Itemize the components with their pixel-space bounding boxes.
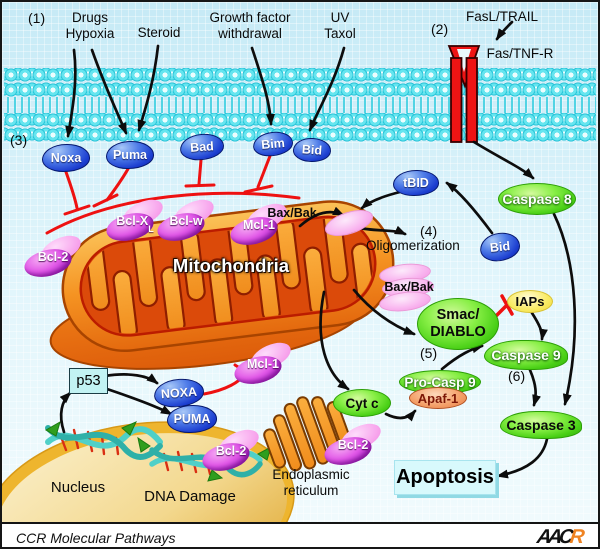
- stimulus-steroid: Steroid: [137, 25, 181, 40]
- aacr-logo: AACR: [535, 526, 586, 548]
- fas-tnfr-label: Fas/TNF-R: [486, 46, 554, 61]
- caspase8-oval: Caspase 8: [498, 183, 576, 215]
- stimulus-growth-factor: Growth factor withdrawal: [198, 10, 302, 42]
- arrow-steroid-puma: [137, 44, 160, 132]
- taxol-label: Taxol: [324, 25, 356, 41]
- signal-arrows: [59, 20, 577, 479]
- p53-box: p53: [69, 368, 108, 394]
- mitochondria-label: Mitochondria: [172, 255, 290, 276]
- mcl1-label: Mcl-1: [243, 218, 275, 232]
- journal-title: CCR Molecular Pathways: [16, 529, 176, 546]
- step-5: (5): [420, 345, 438, 361]
- er-label: Endoplasmic reticulum: [258, 467, 364, 499]
- arrow-casp9-casp3: [528, 368, 541, 407]
- arrow-mito-smac: [352, 288, 416, 336]
- stimulus-uv-taxol: UV Taxol: [308, 10, 372, 42]
- mcl1-protein: Mcl-1: [227, 198, 291, 250]
- growth-factor-line1: Growth factor: [209, 10, 291, 25]
- step-1: (1): [28, 10, 46, 26]
- noxa-oval: Noxa: [42, 144, 90, 172]
- plasma-membrane: [4, 68, 596, 142]
- arrow-uv-bid: [308, 46, 346, 132]
- arrow-casp8-casp3: [552, 212, 577, 406]
- arrow-dna-p53: [59, 391, 72, 434]
- bcl2-er-label: Bcl-2: [337, 438, 369, 452]
- membrane-lipid-heads-top: [4, 68, 596, 97]
- arrow-fasl-receptor: [495, 20, 514, 41]
- dna-damage-label: DNA Damage: [144, 488, 236, 505]
- oligomerization-label: Oligomerization: [366, 238, 460, 253]
- arrow-tbid-baxbak: [360, 190, 402, 210]
- arrow-gf-bim: [250, 46, 275, 126]
- arrow-mito-cytc: [319, 290, 350, 391]
- bclw-label: Bcl-w: [169, 214, 203, 228]
- nucleus-label: Nucleus: [50, 479, 106, 496]
- growth-factor-line2: withdrawal: [218, 25, 282, 41]
- bcl2-nucleus-protein: Bcl-2: [199, 424, 263, 476]
- baxbak-right-label: Bax/Bak: [384, 280, 434, 294]
- bcl2-label: Bcl-2: [37, 250, 69, 264]
- caspase3-oval: Caspase 3: [500, 411, 582, 439]
- step-4: (4): [420, 223, 438, 239]
- footer-bar: CCR Molecular Pathways AACR: [2, 522, 598, 548]
- membrane-lipid-heads-bottom: [4, 113, 596, 142]
- fas-tnfr-receptor: [447, 45, 481, 143]
- smac-diablo-oval: Smac/ DIABLO: [417, 298, 499, 350]
- arrow-casp3-apoptosis: [496, 437, 549, 479]
- step-3: (3): [10, 132, 28, 148]
- aacr-logo-orange: R: [568, 526, 586, 548]
- puma-oval: Puma: [106, 141, 154, 169]
- smac-label-line1: Smac/: [436, 307, 480, 324]
- mcl1-lower-label: Mcl-1: [247, 357, 279, 371]
- step-2: (2): [431, 21, 449, 37]
- er-label-line2: reticulum: [283, 482, 339, 498]
- fasl-trail-label: FasL/TRAIL: [465, 9, 539, 24]
- tbid-oval: tBID: [393, 170, 439, 196]
- apoptosis-box: Apoptosis: [394, 460, 496, 495]
- puma-p53-oval: PUMA: [167, 405, 217, 433]
- caspase9-oval: Caspase 9: [484, 340, 568, 370]
- iaps-oval: IAPs: [507, 290, 553, 313]
- smac-label-line2: DIABLO: [430, 324, 486, 340]
- arrow-bid-tbid: [445, 181, 494, 235]
- mcl1-lower-protein: Mcl-1: [231, 337, 295, 389]
- bcl2-nucleus-label: Bcl-2: [215, 444, 247, 458]
- arrow-p53-noxa: [103, 373, 159, 385]
- membrane-lipid-tails: [4, 97, 596, 113]
- diagram-artwork: [2, 20, 577, 522]
- arrow-hypoxia-puma: [90, 48, 128, 135]
- bcl2-er-protein: Bcl-2: [321, 418, 385, 470]
- step-6: (6): [508, 368, 526, 384]
- bclw-protein: Bcl-w: [154, 194, 218, 246]
- aacr-logo-black: AAC: [535, 526, 572, 548]
- stimulus-drugs-hypoxia: Drugs Hypoxia: [46, 10, 134, 42]
- arrow-iaps-casp9: [530, 311, 548, 341]
- arrow-receptor-casp8: [472, 140, 535, 180]
- hypoxia-label: Hypoxia: [65, 25, 115, 41]
- arrow-drugs-noxa: [65, 48, 77, 138]
- bcl2-protein: Bcl-2: [21, 230, 85, 282]
- cytc-oval: Cyt c: [333, 389, 391, 417]
- arrow-cytc-apaf1: [384, 409, 417, 422]
- baxbak-top-label: Bax/Bak: [267, 206, 317, 220]
- er-label-line1: Endoplasmic: [272, 467, 350, 482]
- arrow-apoptosome-casp9: [440, 344, 484, 371]
- arrow-p53-puma: [102, 386, 173, 416]
- drugs-label: Drugs: [71, 10, 108, 25]
- inhibit-arc: [45, 191, 301, 235]
- uv-label: UV: [330, 10, 350, 25]
- apaf1-oval: Apaf-1: [409, 387, 467, 409]
